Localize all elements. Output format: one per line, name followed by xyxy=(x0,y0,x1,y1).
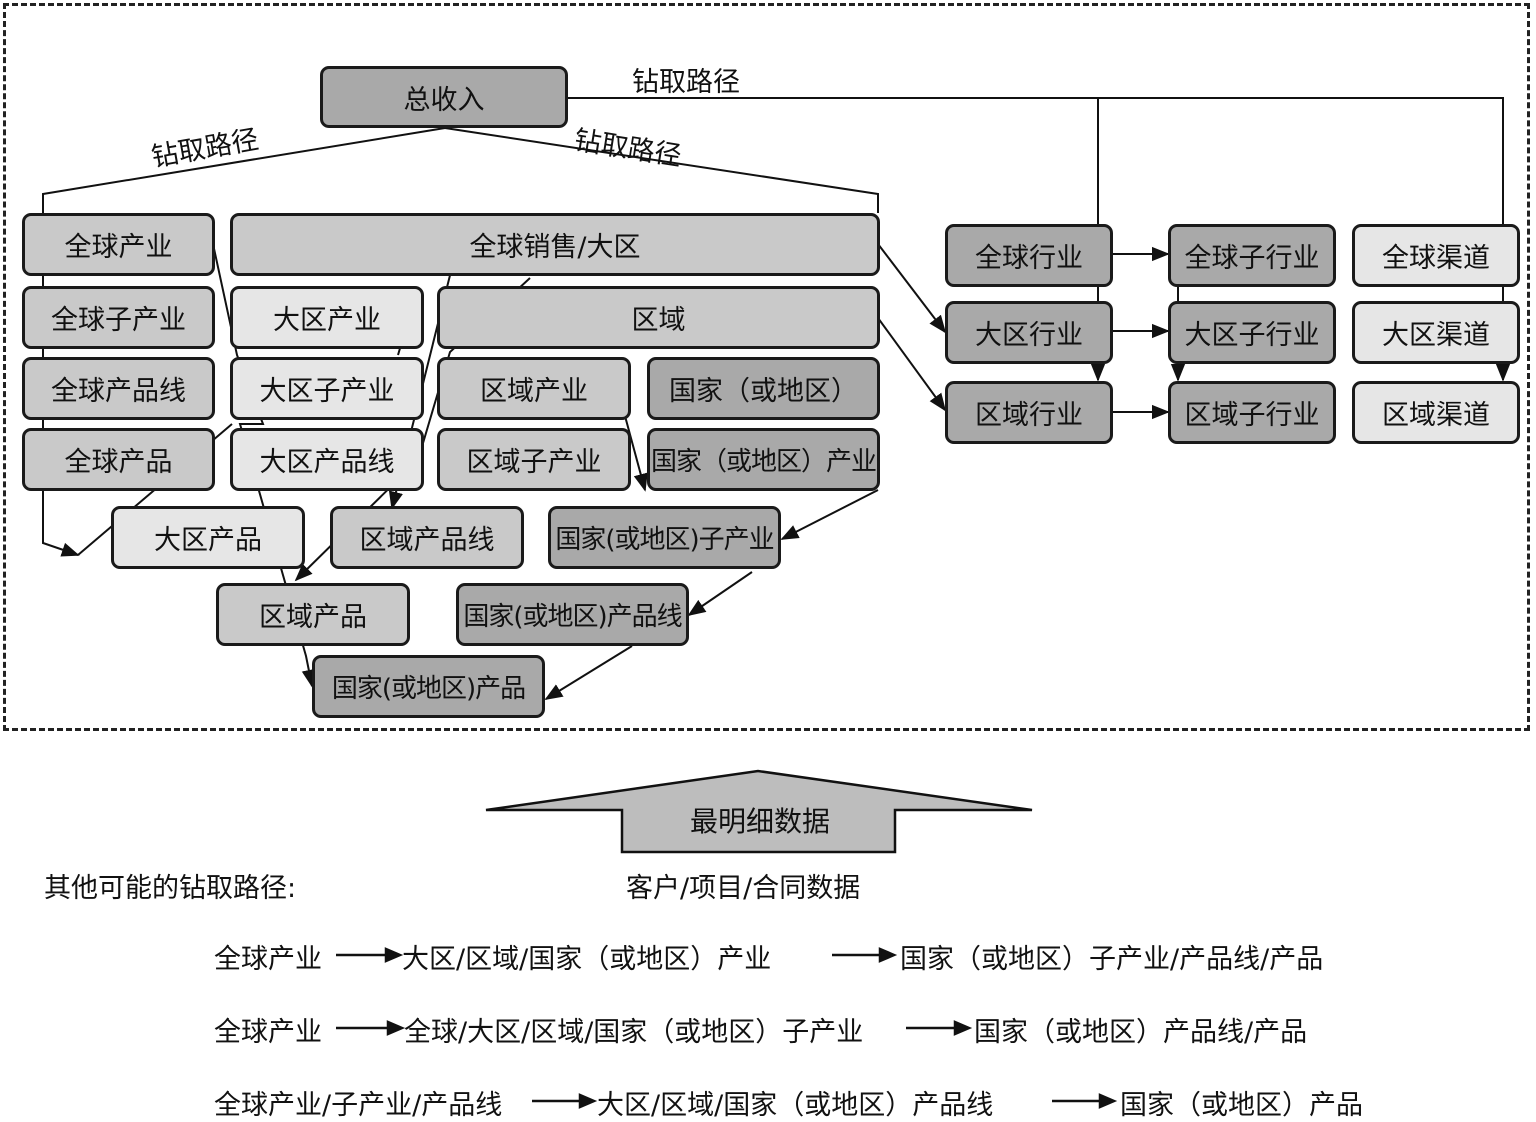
node-area-industry: 区域产业 xyxy=(437,357,631,420)
path-2-step-1: 全球产业 xyxy=(214,1017,322,1048)
node-global-channel: 全球渠道 xyxy=(1352,224,1520,287)
node-area-sub-vertical: 区域子行业 xyxy=(1168,381,1336,444)
node-global-vertical: 全球行业 xyxy=(945,224,1113,287)
path-country-ind-sub xyxy=(780,489,879,540)
path-2-step-2: 全球/大区/区域/国家（或地区）子产业 xyxy=(404,1017,864,1048)
node-global-product-line: 全球产品线 xyxy=(22,357,215,420)
node-area-product-line: 区域产品线 xyxy=(330,506,524,569)
node-area-channel: 区域渠道 xyxy=(1352,381,1520,444)
path-sales-to-region-vertical xyxy=(877,243,947,334)
path-area-to-area-vertical xyxy=(877,317,947,412)
node-global-sub-industry: 全球子产业 xyxy=(22,286,215,349)
path-3-step-2: 大区/区域/国家（或地区）产品线 xyxy=(597,1090,994,1121)
detail-source: 客户/项目/合同数据 xyxy=(626,873,861,904)
node-global-industry: 全球产业 xyxy=(22,213,215,276)
path-1-step-3: 国家（或地区）子产业/产品线/产品 xyxy=(900,944,1324,975)
detail-data-arrow xyxy=(485,769,1033,854)
node-global-product: 全球产品 xyxy=(22,428,215,491)
node-global-sub-vertical: 全球子行业 xyxy=(1168,224,1336,287)
path-1-step-1: 全球产业 xyxy=(214,944,322,975)
path-country-line-product xyxy=(544,645,633,700)
node-region-channel: 大区渠道 xyxy=(1352,301,1520,364)
node-country-product: 国家(或地区)产品 xyxy=(312,655,545,718)
node-region-vertical: 大区行业 xyxy=(945,301,1113,364)
node-area-vertical: 区域行业 xyxy=(945,381,1113,444)
node-region-industry: 大区产业 xyxy=(230,286,424,349)
node-area-product: 区域产品 xyxy=(216,583,410,646)
node-area-sub-industry: 区域子产业 xyxy=(437,428,631,491)
drill-label-top: 钻取路径 xyxy=(632,67,740,98)
node-country-sub-industry: 国家(或地区)子产业 xyxy=(548,506,781,569)
path-country-sub-line xyxy=(687,571,753,617)
diagram-frame xyxy=(3,3,1530,731)
node-region-sub-vertical: 大区子行业 xyxy=(1168,301,1336,364)
node-country-industry: 国家（或地区）产业 xyxy=(647,428,880,491)
node-country-product-line: 国家(或地区)产品线 xyxy=(456,583,689,646)
node-region-product: 大区产品 xyxy=(111,506,305,569)
other-paths-title: 其他可能的钻取路径: xyxy=(44,873,297,904)
node-total-revenue: 总收入 xyxy=(320,66,568,128)
node-country: 国家（或地区） xyxy=(647,357,880,420)
node-area: 区域 xyxy=(437,286,880,349)
detail-arrow-label: 最明细数据 xyxy=(689,805,830,838)
node-region-product-line: 大区产品线 xyxy=(230,428,424,491)
node-region-sub-industry: 大区子产业 xyxy=(230,357,424,420)
path-3-step-3: 国家（或地区）产品 xyxy=(1120,1090,1363,1121)
path-1-step-2: 大区/区域/国家（或地区）产业 xyxy=(402,944,772,975)
node-global-sales-region: 全球销售/大区 xyxy=(230,213,880,276)
path-3-step-1: 全球产业/子产业/产品线 xyxy=(214,1090,503,1121)
drill-branch-right xyxy=(444,127,879,213)
path-2-step-3: 国家（或地区）产品线/产品 xyxy=(974,1017,1308,1048)
